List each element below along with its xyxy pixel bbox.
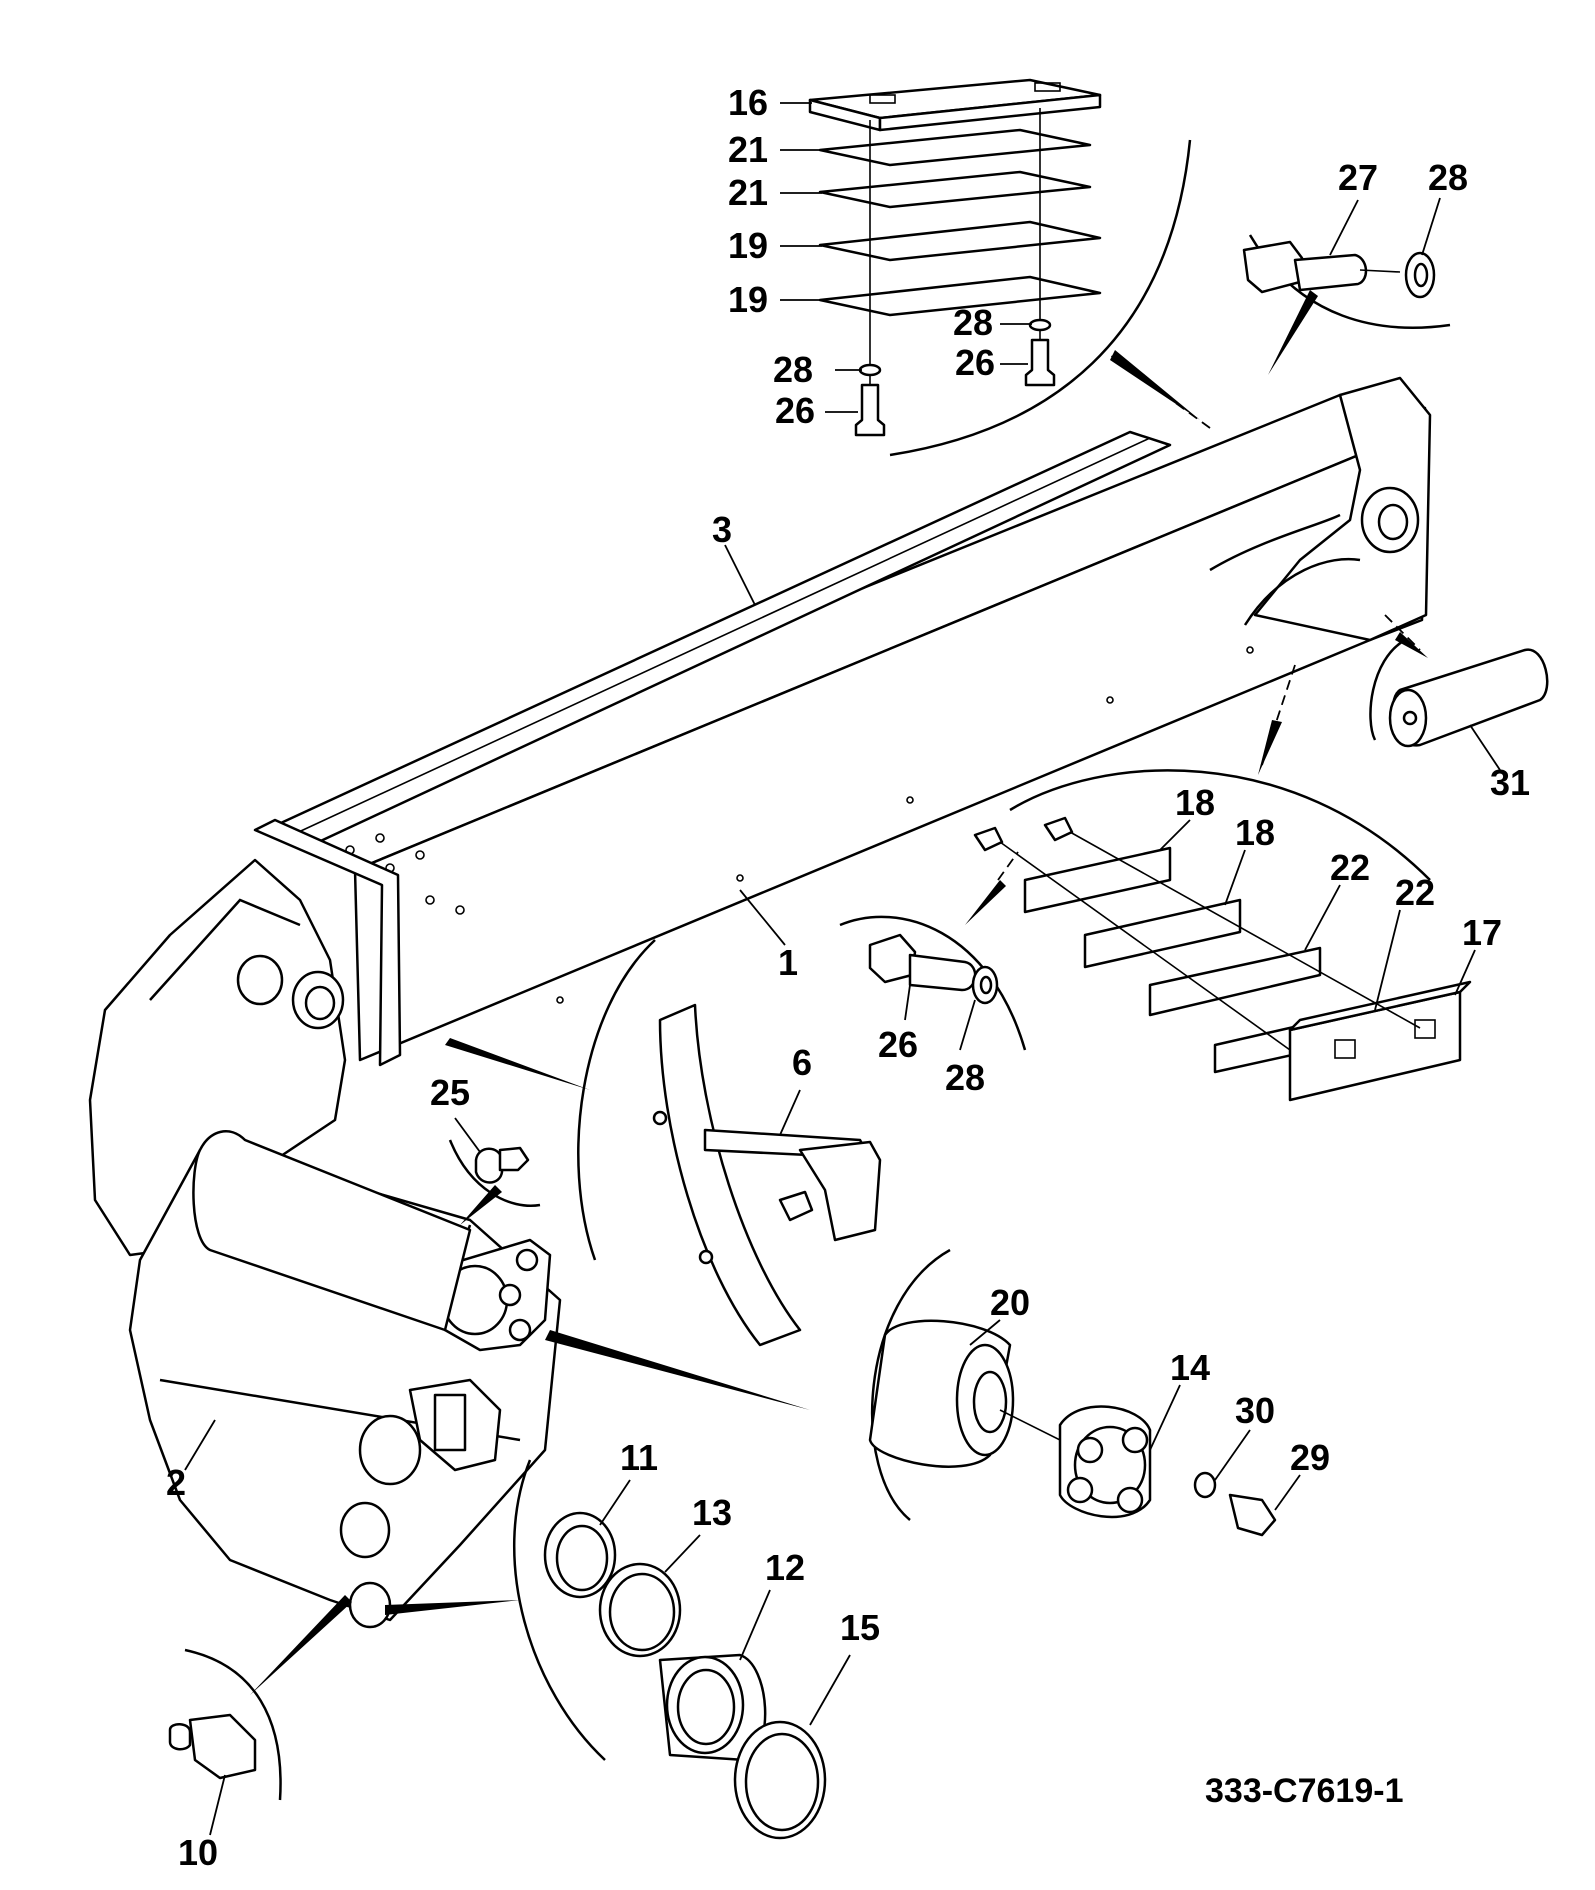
callout-28c: 28 <box>773 349 813 390</box>
callout-26c: 26 <box>878 1024 918 1065</box>
callout-20: 20 <box>990 1282 1030 1323</box>
callout-12: 12 <box>765 1547 805 1588</box>
callout-15: 15 <box>840 1607 880 1648</box>
wear-strip-detail <box>445 939 882 1347</box>
callout-27: 27 <box>1338 157 1378 198</box>
callout-14: 14 <box>1170 1347 1210 1388</box>
callout-28d: 28 <box>945 1057 985 1098</box>
callout-28b: 28 <box>953 302 993 343</box>
callout-11: 11 <box>620 1437 658 1478</box>
callout-19b: 19 <box>728 279 768 320</box>
callout-18a: 18 <box>1175 782 1215 823</box>
callout-22b: 22 <box>1395 872 1435 913</box>
callout-17: 17 <box>1462 912 1502 953</box>
callout-16: 16 <box>728 82 768 123</box>
callout-21a: 21 <box>728 129 768 170</box>
side-bolt-detail <box>839 851 1027 1051</box>
boom-base-housing <box>88 858 562 1629</box>
wear-pad-stack-detail <box>780 78 1211 457</box>
callout-10: 10 <box>178 1832 218 1873</box>
grease-nipple-detail <box>448 1117 541 1225</box>
callout-21b: 21 <box>728 172 768 213</box>
callout-30: 30 <box>1235 1390 1275 1431</box>
side-wear-pad-detail <box>973 664 1476 1102</box>
boom-main-body <box>253 376 1432 1067</box>
lower-grease-nipple-detail <box>168 1595 352 1836</box>
callout-3: 3 <box>712 509 732 550</box>
leader-1 <box>739 889 786 946</box>
callout-18b: 18 <box>1235 812 1275 853</box>
callout-31: 31 <box>1490 762 1530 803</box>
callout-25: 25 <box>430 1072 470 1113</box>
callout-6: 6 <box>792 1042 812 1083</box>
callout-19a: 19 <box>728 225 768 266</box>
bushing-detail <box>385 1459 851 1840</box>
leader-2 <box>184 1419 216 1471</box>
callout-13: 13 <box>692 1492 732 1533</box>
head-pin-detail <box>1369 614 1549 771</box>
pivot-pin-detail <box>545 1248 1301 1537</box>
callout-1: 1 <box>778 942 798 983</box>
callout-26b: 26 <box>955 342 995 383</box>
callout-22a: 22 <box>1330 847 1370 888</box>
callout-2: 2 <box>166 1462 186 1503</box>
drawing-number: 333-C7619-1 <box>1205 1772 1403 1810</box>
callout-26a: 26 <box>775 390 815 431</box>
leader-3 <box>724 544 756 606</box>
callout-29: 29 <box>1290 1437 1330 1478</box>
head-bolt-detail <box>1242 197 1451 375</box>
callout-28a: 28 <box>1428 157 1468 198</box>
